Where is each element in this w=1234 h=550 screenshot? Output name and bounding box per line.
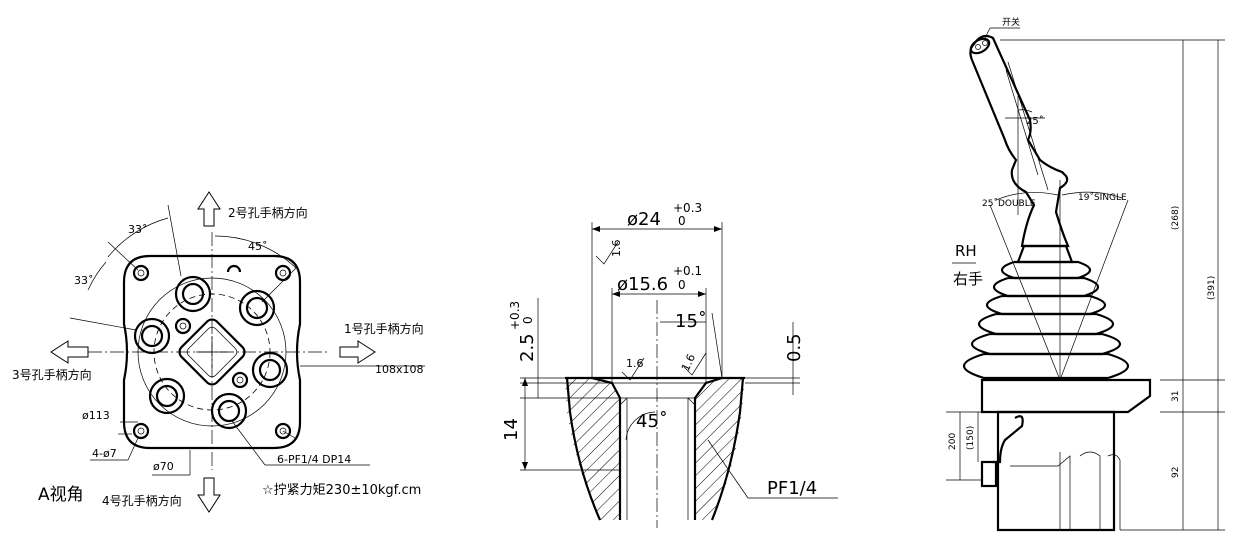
label-rh: RH — [955, 242, 977, 260]
port-detail: ø24 +0.3 0 ø15.6 +0.1 0 15˚ 2.5 +0.3 0 0… — [501, 201, 838, 528]
label-dia-24-tol-up: +0.3 — [673, 201, 702, 215]
mount-hole-tl-inner — [137, 269, 145, 277]
label-ports-6: 6-PF1/4 DP14 — [277, 453, 351, 466]
arrow-left-icon — [50, 340, 89, 364]
label-dia-15-6: ø15.6 — [617, 274, 668, 295]
label-dia-24: ø24 — [627, 209, 661, 230]
small-port-1-inner — [179, 322, 187, 330]
label-switch: 开关 — [1002, 16, 1020, 28]
mount-hole-br — [274, 422, 292, 440]
label-depth-2-5: 2.5 — [517, 333, 538, 362]
label-rough-1: 1.6 — [610, 240, 623, 258]
housing-body — [996, 410, 1116, 532]
arrow-right-icon — [339, 340, 376, 364]
label-angle-33-top: 33˚ — [128, 223, 148, 236]
roughness-icon — [683, 352, 707, 376]
label-angle-25: 25˚ — [1026, 115, 1044, 127]
mount-hole-tr — [274, 264, 292, 282]
label-dim-92: 92 — [1171, 467, 1181, 478]
label-dim-268: (268) — [1171, 206, 1181, 230]
arrow-up-icon — [197, 191, 221, 227]
label-dia-113: ø113 — [82, 409, 110, 422]
handle-outline — [969, 34, 1070, 248]
switch-icon — [969, 37, 991, 55]
bellows — [962, 260, 1130, 380]
side-view: 开关 25˚ 25˚DOUBLE 19˚SINGLE RH 右手 (268) (… — [946, 16, 1225, 532]
small-port-1 — [174, 317, 192, 335]
label-dim-391: (391) — [1207, 276, 1217, 300]
label-rough-2: 1.6 — [626, 357, 644, 370]
flange-outline — [122, 254, 302, 450]
small-port-2-inner — [236, 376, 244, 384]
connector-icon — [980, 460, 998, 488]
label-dim-31: 31 — [1171, 391, 1181, 402]
label-angle-45: 45˚ — [248, 240, 268, 253]
label-hole1-direction: 1号孔手柄方向 — [344, 321, 424, 336]
label-holes-4: 4-ø7 — [92, 447, 117, 460]
port-circles — [133, 275, 289, 430]
label-dim-200: 200 — [948, 433, 958, 450]
arrow-down-icon — [197, 477, 221, 513]
label-size-108: 108x108 — [375, 363, 424, 376]
boot-neck — [1016, 244, 1074, 264]
label-single: 19˚SINGLE — [1078, 192, 1127, 203]
label-thread: PF1/4 — [767, 478, 817, 499]
label-chamfer-0-5: 0.5 — [784, 333, 805, 362]
label-view-a: A视角 — [38, 485, 84, 505]
label-rh-cn: 右手 — [953, 270, 983, 288]
label-dim-150: (150) — [966, 426, 976, 450]
pitch-circle-113 — [137, 277, 287, 427]
view-a: 2号孔手柄方向 1号孔手柄方向 3号孔手柄方向 4号孔手柄方向 33˚ 33˚ … — [12, 191, 425, 513]
top-slot — [226, 264, 242, 273]
label-depth-2-5-tol-up: +0.3 — [508, 301, 522, 330]
label-hole2-direction: 2号孔手柄方向 — [228, 205, 308, 220]
mount-hole-br-inner — [279, 427, 287, 435]
label-depth-2-5-tol-low: 0 — [521, 316, 535, 324]
label-hole3-direction: 3号孔手柄方向 — [12, 367, 92, 382]
label-double: 25˚DOUBLE — [982, 198, 1036, 209]
center-boss — [178, 318, 246, 386]
label-angle-33-left: 33˚ — [74, 274, 94, 287]
roughness-icon — [595, 241, 619, 265]
label-depth-14: 14 — [501, 418, 522, 441]
label-angle-45: 45˚ — [636, 411, 668, 432]
housing-top — [980, 378, 1152, 414]
label-angle-15: 15˚ — [675, 311, 707, 332]
label-hole4-direction: 4号孔手柄方向 — [102, 493, 182, 508]
label-dia-24-tol-low: 0 — [678, 214, 686, 228]
label-dia-70: ø70 — [153, 460, 174, 473]
roughness-icon — [621, 357, 645, 381]
cable — [992, 415, 1024, 464]
small-port-2 — [231, 371, 249, 389]
center-boss-inner — [186, 326, 238, 378]
mount-hole-bl-inner — [137, 427, 145, 435]
mount-hole-tl — [132, 264, 150, 282]
label-torque: ☆拧紧力矩230±10kgf.cm — [262, 483, 421, 498]
mount-hole-bl — [132, 422, 150, 440]
label-dia-15-6-tol-low: 0 — [678, 278, 686, 292]
mount-hole-tr-inner — [279, 269, 287, 277]
label-dia-15-6-tol-up: +0.1 — [673, 264, 702, 278]
